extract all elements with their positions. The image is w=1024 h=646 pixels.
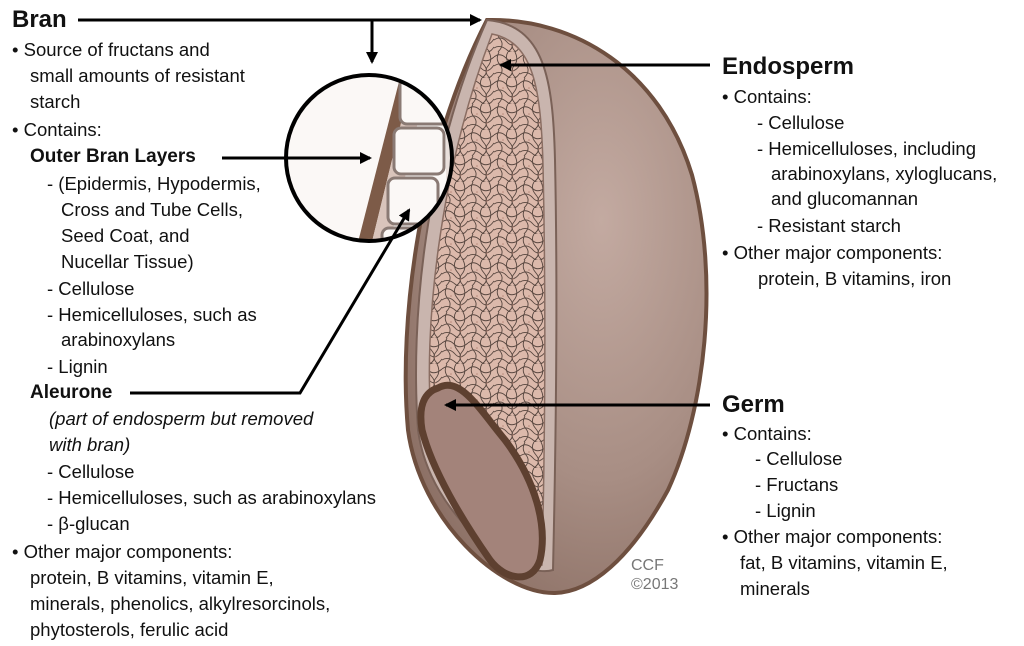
endosperm-item: • Contains: <box>722 86 812 107</box>
germ-item: - Lignin <box>755 500 816 521</box>
outer-bran-layers-title: Outer Bran Layers <box>30 146 196 167</box>
credit-year: ©2013 <box>631 576 679 593</box>
germ-item: • Contains: <box>722 423 812 444</box>
aleurone-note: with bran) <box>49 434 131 455</box>
outer-bran-item: Cross and Tube Cells, <box>61 199 244 220</box>
aleurone-title: Aleurone <box>30 382 113 403</box>
aleurone-item: - Hemicelluloses, such as arabinoxylans <box>47 487 377 508</box>
endosperm-item: - Hemicelluloses, including <box>757 138 977 159</box>
bran-other-components: phytosterols, ferulic acid <box>30 619 229 640</box>
endosperm-item: arabinoxylans, xyloglucans, <box>771 163 998 184</box>
bran-other-components: protein, B vitamins, vitamin E, <box>30 567 274 588</box>
callout-arrows <box>78 14 710 411</box>
outer-bran-item: - Lignin <box>47 356 108 377</box>
germ-item: minerals <box>740 578 810 599</box>
outer-bran-item: - Cellulose <box>47 278 135 299</box>
bran-title: Bran <box>12 6 67 33</box>
aleurone-item: - β-glucan <box>47 513 130 534</box>
germ-item: fat, B vitamins, vitamin E, <box>740 552 948 573</box>
endosperm-item: • Other major components: <box>722 242 943 263</box>
bran-bullet-source-line1: • Source of fructans and <box>12 39 210 60</box>
aleurone-item: - Cellulose <box>47 461 135 482</box>
bran-bullet-contains: • Contains: <box>12 119 102 140</box>
endosperm-item: - Resistant starch <box>757 215 901 236</box>
bran-bullet-source-line2: small amounts of resistant <box>30 65 245 86</box>
bran-other-components: minerals, phenolics, alkylresorcinols, <box>30 593 331 614</box>
germ-title: Germ <box>722 391 785 418</box>
outer-bran-item: arabinoxylans <box>61 329 176 350</box>
endosperm-item: - Cellulose <box>757 112 845 133</box>
germ-item: • Other major components: <box>722 526 943 547</box>
outer-bran-item: - Hemicelluloses, such as <box>47 304 257 325</box>
bran-other-components: • Other major components: <box>12 541 233 562</box>
germ-item: - Cellulose <box>755 448 843 469</box>
germ-item: - Fructans <box>755 474 839 495</box>
aleurone-note: (part of endosperm but removed <box>49 408 314 429</box>
germ-shape <box>417 381 546 581</box>
credit-label: CCF <box>631 557 664 574</box>
endosperm-item: protein, B vitamins, iron <box>758 268 952 289</box>
outer-bran-item: Nucellar Tissue) <box>61 251 194 272</box>
endosperm-item: and glucomannan <box>771 188 919 209</box>
bran-bullet-source-line3: starch <box>30 91 81 112</box>
endosperm-title: Endosperm <box>722 53 855 80</box>
outer-bran-item: - (Epidermis, Hypodermis, <box>47 173 261 194</box>
outer-bran-item: Seed Coat, and <box>61 225 190 246</box>
